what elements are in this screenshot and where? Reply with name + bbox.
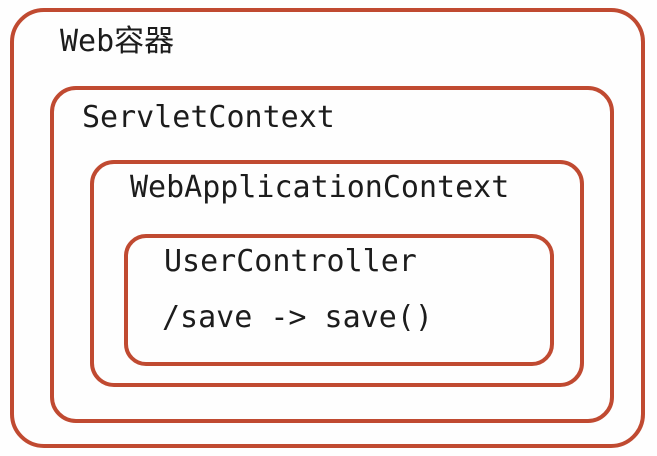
web-container-box: Web容器 ServletContext WebApplicationConte… — [10, 8, 645, 448]
save-mapping-label: /save -> save() — [162, 300, 433, 335]
user-controller-label: UserController — [164, 244, 417, 279]
servlet-context-label: ServletContext — [82, 100, 335, 135]
user-controller-box: UserController /save -> save() — [124, 234, 554, 366]
web-application-context-label: WebApplicationContext — [130, 170, 510, 205]
web-container-label: Web容器 — [60, 24, 175, 59]
servlet-context-box: ServletContext WebApplicationContext Use… — [50, 86, 614, 423]
web-application-context-box: WebApplicationContext UserController /sa… — [90, 160, 584, 387]
